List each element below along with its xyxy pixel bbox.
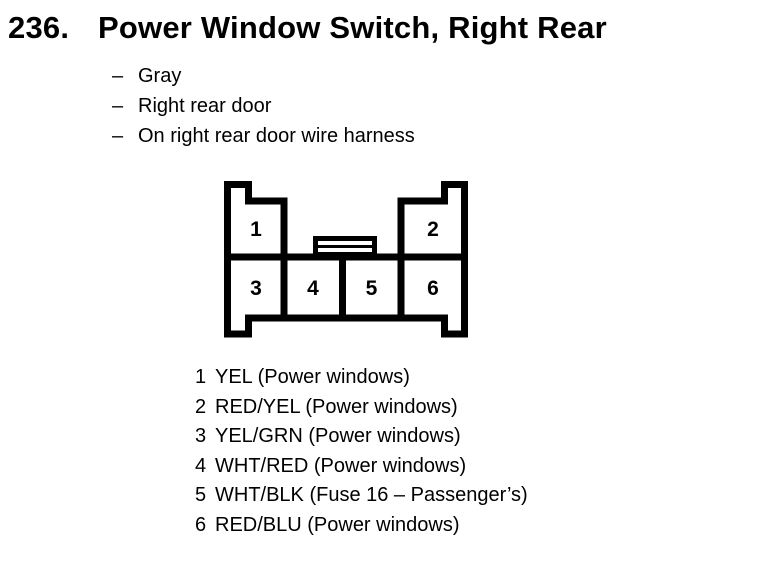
legend-pin-number: 3 [195, 425, 207, 447]
pin-number-4: 4 [307, 277, 319, 300]
latch-slot-upper [318, 241, 372, 245]
legend-pin-number: 4 [195, 454, 207, 477]
legend-row-1: 1 YEL (Power windows) [195, 363, 528, 393]
attribute-text: Right rear door [138, 95, 272, 117]
latch-slot-lower [318, 248, 372, 252]
section-header: 236. Power Window Switch, Right Rear [8, 12, 607, 43]
legend-row-5: 5 WHT/BLK (Fuse 16 – Passenger’s) [195, 481, 528, 511]
attribute-text: Gray [138, 65, 182, 87]
legend-row-4: 4 WHT/RED (Power windows) [195, 452, 528, 482]
legend-pin-number: 5 [195, 484, 207, 506]
legend-pin-label: WHT/BLK (Fuse 16 – Passenger’s) [215, 484, 528, 506]
page-title: Power Window Switch, Right Rear [98, 10, 607, 45]
pin-number-2: 2 [427, 218, 439, 241]
legend-row-6: 6 RED/BLU (Power windows) [195, 511, 528, 541]
section-number: 236. [8, 10, 70, 45]
attribute-item-harness: – On right rear door wire harness [112, 121, 415, 151]
attribute-list: – Gray – Right rear door – On right rear… [112, 61, 415, 151]
legend-pin-label: RED/BLU (Power windows) [215, 513, 460, 536]
connector-cavity-dividers [280, 257, 405, 318]
legend-pin-number: 2 [195, 395, 207, 418]
pin-number-6: 6 [427, 277, 439, 300]
dash-bullet: – [112, 125, 124, 147]
legend-pin-number: 6 [195, 513, 207, 536]
dash-bullet: – [112, 95, 124, 117]
pin-number-5: 5 [366, 277, 378, 300]
legend-row-2: 2 RED/YEL (Power windows) [195, 393, 528, 423]
attribute-text: On right rear door wire harness [138, 125, 415, 147]
pin-legend: 1 YEL (Power windows) 2 RED/YEL (Power w… [195, 363, 528, 540]
attribute-item-location: – Right rear door [112, 91, 415, 121]
connector-outline [224, 181, 468, 338]
pin-number-1: 1 [250, 218, 262, 241]
attribute-item-color: – Gray [112, 61, 415, 91]
legend-pin-number: 1 [195, 366, 207, 388]
legend-pin-label: YEL/GRN (Power windows) [215, 425, 461, 447]
legend-row-3: 3 YEL/GRN (Power windows) [195, 422, 528, 452]
legend-pin-label: WHT/RED (Power windows) [215, 454, 467, 477]
legend-pin-label: RED/YEL (Power windows) [215, 395, 458, 418]
pin-number-3: 3 [250, 277, 262, 300]
legend-pin-label: YEL (Power windows) [215, 366, 410, 388]
dash-bullet: – [112, 65, 124, 87]
